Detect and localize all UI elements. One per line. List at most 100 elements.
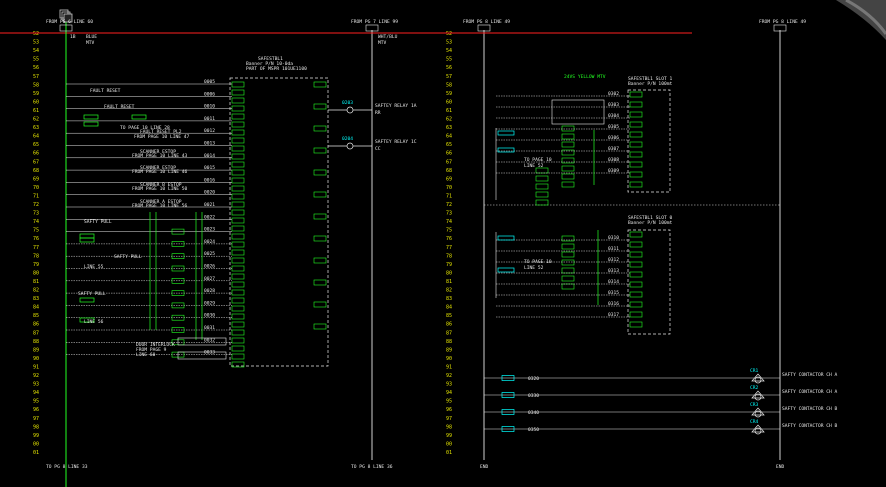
line-number: 85 (33, 313, 39, 319)
wire-number: 0015 (204, 165, 215, 171)
line-number: 65 (33, 142, 39, 148)
terminal (313, 323, 327, 330)
wire-number: 0026 (204, 264, 215, 270)
terminal (231, 257, 245, 264)
wire-number: 0021 (204, 202, 215, 208)
terminal (231, 169, 245, 176)
viewcube-icon[interactable] (836, 0, 886, 40)
terminal (561, 181, 575, 188)
contactor-coil-icon (751, 373, 765, 382)
wire-number: 0314 (608, 279, 619, 285)
line-number: 01 (446, 450, 452, 456)
terminal (231, 225, 245, 232)
right-label-2: TO PAGE 10 (524, 259, 552, 265)
left-label: SAFTY PULL (78, 291, 106, 297)
line-number: 83 (446, 296, 452, 302)
line-number: 79 (446, 262, 452, 268)
contactor-rung-2: 0340 (528, 410, 539, 416)
contact (497, 130, 515, 136)
terminal (231, 177, 245, 184)
line-number: 81 (446, 279, 452, 285)
svg-text:CR1: CR1 (750, 368, 759, 374)
wire-number: 0305 (608, 124, 619, 130)
line-number: 55 (33, 57, 39, 63)
terminal (231, 345, 245, 352)
terminal (313, 213, 327, 220)
wire-number: 0312 (608, 257, 619, 263)
terminal (629, 251, 643, 258)
terminal (231, 113, 245, 120)
tag-left-blue: BLUE (86, 34, 97, 40)
left-label: FROM PAGE 10 LINE 46 (132, 169, 188, 175)
terminal (629, 271, 643, 278)
right-label-0: TO PAGE 10 (524, 157, 552, 163)
terminal (629, 311, 643, 318)
line-number: 66 (446, 151, 452, 157)
contact (79, 317, 95, 323)
line-number: 00 (446, 441, 452, 447)
wire-number: 0028 (204, 288, 215, 294)
yellow-wire-label: 24VS YELLOW MTV (564, 74, 606, 80)
terminal (231, 265, 245, 272)
contactor-rung-3: 0350 (528, 427, 539, 433)
left-label: FAULT RESET (90, 88, 121, 94)
terminal (629, 301, 643, 308)
line-number: 65 (446, 142, 452, 148)
terminal (231, 193, 245, 200)
line-number: 95 (446, 399, 452, 405)
wire-number: 0032 (204, 337, 215, 343)
line-number: 84 (33, 305, 39, 311)
terminal (561, 259, 575, 266)
terminal (629, 111, 643, 118)
safety-relay-1a: SAFTEY RELAY 1A (375, 103, 417, 109)
tag-left-mtv: MTV (86, 40, 95, 46)
terminal (535, 183, 549, 190)
terminal (629, 281, 643, 288)
terminal (313, 235, 327, 242)
terminal (231, 89, 245, 96)
line-number: 81 (33, 279, 39, 285)
footer-right-2: END (776, 464, 785, 470)
left-label: FROM PAGE 10 LINE 50 (132, 186, 188, 192)
contact (171, 265, 185, 272)
line-number: 70 (446, 185, 452, 191)
line-number: 88 (446, 339, 452, 345)
terminal (629, 231, 643, 238)
wire-number: 0013 (204, 141, 215, 147)
line-number: 93 (33, 382, 39, 388)
line-number: 75 (446, 228, 452, 234)
safety-controller-slot0[interactable] (627, 229, 671, 335)
terminal (535, 199, 549, 206)
line-number: 78 (446, 253, 452, 259)
line-number: 64 (446, 134, 452, 140)
line-number: 98 (33, 424, 39, 430)
wire-number: 0014 (204, 153, 215, 159)
line-number: 94 (33, 390, 39, 396)
line-number: 62 (33, 117, 39, 123)
line-number: 99 (33, 433, 39, 439)
contact (497, 235, 515, 241)
line-number: 52 (446, 31, 452, 37)
wire-number: 0006 (204, 91, 215, 97)
line-number: 76 (446, 236, 452, 242)
line-number: 77 (33, 245, 39, 251)
safety-relay-1a-sub: RR (375, 110, 381, 116)
contact (79, 233, 95, 239)
safety-controller-left[interactable] (229, 77, 329, 367)
right-label-1: LINE 52 (524, 163, 544, 169)
footer-mid: TO PG 8 LINE 36 (351, 464, 393, 470)
terminal (231, 241, 245, 248)
line-number: 90 (446, 356, 452, 362)
line-number: 89 (446, 347, 452, 353)
wire-number: 0012 (204, 128, 215, 134)
line-number: 58 (446, 82, 452, 88)
safety-controller-slot1[interactable] (627, 89, 671, 193)
line-number: 01 (33, 450, 39, 456)
line-numbers-left: 5253545556575859606162636465666768697071… (33, 31, 39, 456)
line-number: 79 (33, 262, 39, 268)
right-controller-terminals (535, 91, 643, 328)
contact (83, 114, 99, 120)
